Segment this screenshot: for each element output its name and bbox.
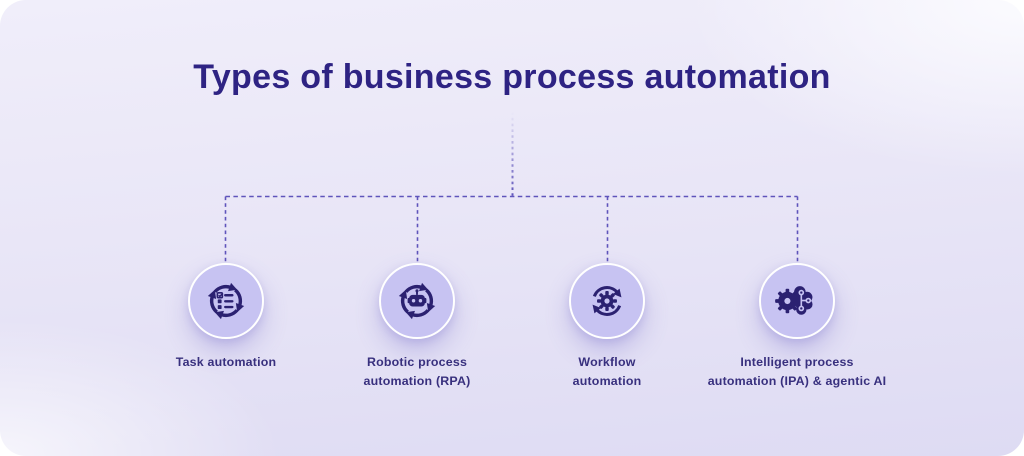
cycle-gear-icon [592,286,622,316]
node-label-line: Workflow [578,355,636,369]
node-circle [759,263,835,339]
node-label-line: Robotic process [366,355,468,369]
cycle-robot-icon [397,281,437,321]
node-circle [379,263,455,339]
node-label: Task automation [116,353,336,372]
node-label: Robotic process automation (RPA) [307,353,527,390]
cycle-checklist-icon [206,281,246,321]
node-circle [188,263,264,339]
node-robotic-process-automation: Robotic process automation (RPA) [307,263,527,390]
node-label-line: automation (RPA) [363,373,471,388]
node-label-line: Intelligent process [740,355,854,369]
gear-brain-icon [775,286,813,315]
node-label-line: Task automation [175,355,277,369]
node-workflow-automation: Workflow automation [497,263,717,390]
node-intelligent-process-automation: Intelligent process automation (IPA) & a… [687,263,907,390]
node-label-line: automation [572,373,642,388]
node-label: Workflow automation [497,353,717,390]
page-title: Types of business process automation [193,58,831,96]
node-label-line: automation (IPA) & agentic AI [707,373,887,388]
node-circle [569,263,645,339]
node-label: Intelligent process automation (IPA) & a… [687,353,907,390]
node-task-automation: Task automation [116,263,336,372]
